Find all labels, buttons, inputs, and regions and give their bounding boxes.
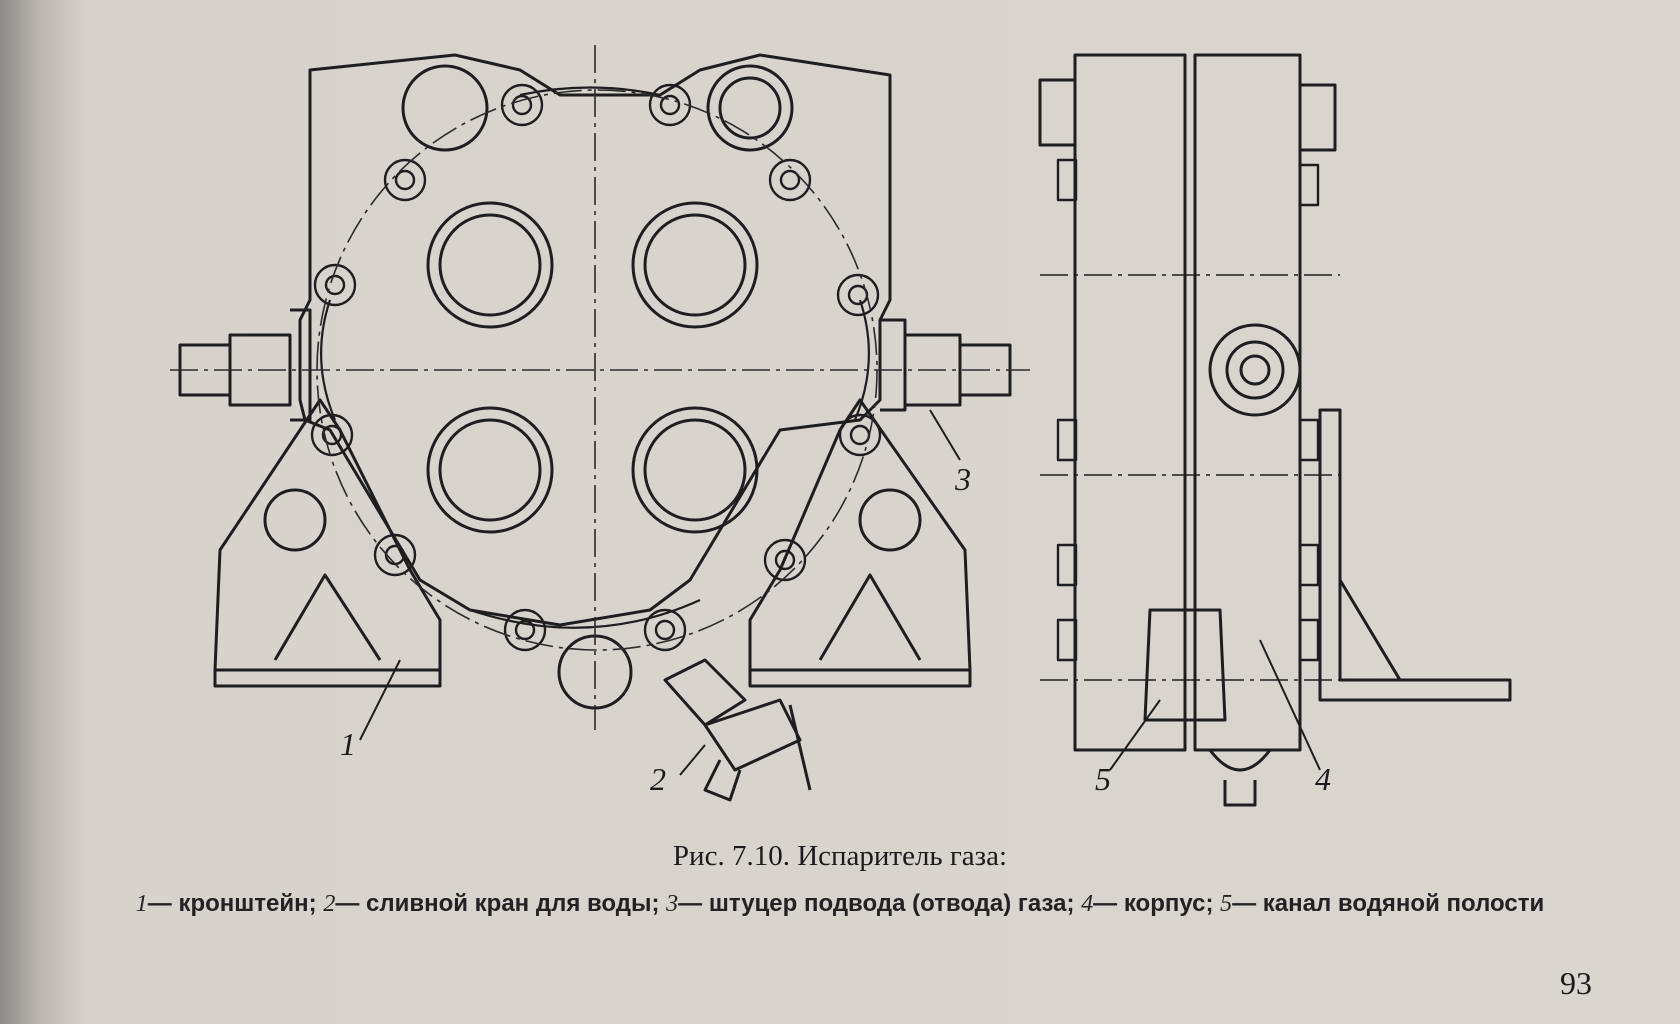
left-gas-fitting [178, 308, 312, 422]
side-view-bottom-boss [1208, 749, 1272, 807]
figure-legend: 1— кронштейн; 2— сливной кран для воды; … [60, 888, 1620, 920]
legend-item-4: 4— корпус; [1081, 890, 1214, 917]
right-bracket-gusset [818, 573, 922, 661]
legend-item-1: 1— кронштейн; [135, 890, 317, 917]
side-view-bracket [1318, 408, 1512, 702]
side-view-gusset [1338, 579, 1402, 681]
drain-valve [663, 658, 812, 802]
figure-title: Рис. 7.10. Испаритель газа: [672, 840, 1008, 872]
side-view-center-nut [1208, 323, 1302, 417]
side-view-left-plate [1073, 53, 1187, 752]
callout-3: 3 [954, 461, 971, 497]
side-view-top-cap [1038, 78, 1337, 152]
callout-4: 4 [1315, 761, 1331, 797]
legend-item-2: 2— сливной кран для воды; [323, 890, 660, 917]
bolt-circle [316, 89, 878, 651]
callout-2: 2 [650, 761, 666, 797]
callout-1: 1 [340, 726, 356, 762]
side-view-right-plate [1193, 53, 1302, 752]
right-bracket-hole [858, 488, 922, 552]
legend-item-5: 5— канал водяной полости [1220, 890, 1545, 917]
left-bracket-hole [263, 488, 327, 552]
legend-item-3: 3— штуцер подвода (отвода) газа; [666, 890, 1075, 917]
side-view-channel [1143, 608, 1227, 722]
right-gas-fitting [880, 318, 1012, 412]
right-bracket [748, 398, 972, 672]
technical-drawing: 1 2 3 5 4 [170, 45, 1512, 807]
right-bracket-base [748, 668, 972, 688]
callout-5: 5 [1095, 761, 1111, 797]
page-number: 93 [1560, 965, 1592, 1001]
front-view-housing [298, 53, 892, 627]
front-view-ring [320, 86, 870, 629]
left-bracket-base [213, 668, 442, 688]
left-bracket-gusset [273, 573, 382, 661]
side-view-bolts [1056, 158, 1320, 662]
bolt-heads [310, 83, 882, 652]
left-bracket [213, 398, 442, 672]
port-circles [401, 64, 794, 710]
